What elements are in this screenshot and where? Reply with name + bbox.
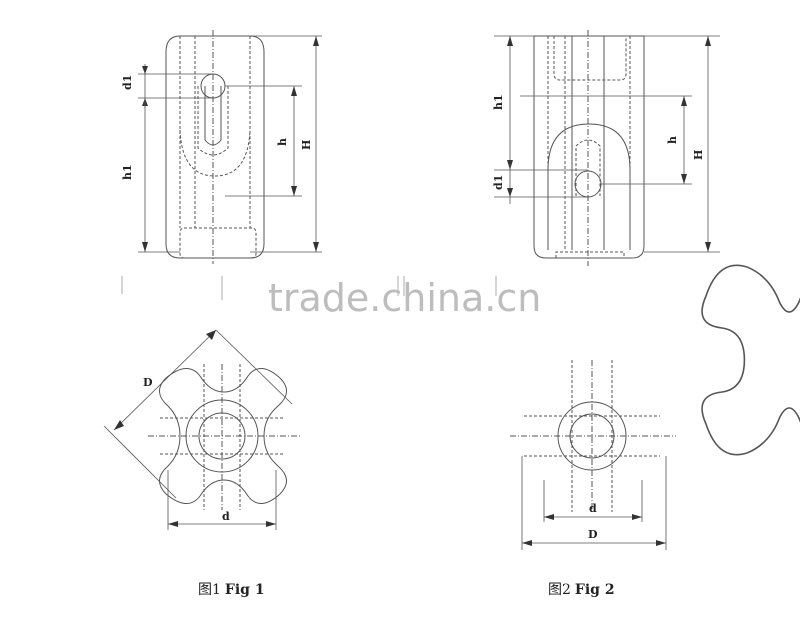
- fig2-label-H: H: [692, 150, 705, 160]
- fig1-label-d1: d1: [121, 75, 134, 90]
- fig2-label-d: d: [589, 502, 597, 515]
- fig1-side-view: [138, 30, 322, 264]
- fig2-label-h1: h1: [492, 94, 505, 110]
- fig2-caption-en: Fig 2: [574, 582, 615, 598]
- fig1-label-h1: h1: [121, 164, 134, 180]
- fig1-caption-cn: 图1: [198, 582, 221, 598]
- fig2-bottom-view: [510, 264, 800, 550]
- fig1-label-D: D: [143, 376, 153, 389]
- fig2-label-d1: d1: [492, 175, 505, 190]
- watermark: trade.china.cn: [268, 276, 542, 320]
- fig2-caption-cn: 图2: [548, 582, 571, 598]
- fig2-label-h: h: [666, 136, 679, 144]
- print-artifacts: [121, 276, 497, 300]
- fig1-label-d: d: [222, 510, 230, 523]
- fig1-label-H: H: [300, 140, 313, 150]
- fig1-bottom-view: [103, 329, 300, 530]
- fig1-caption-en: Fig 1: [224, 582, 265, 598]
- fig2-label-D: D: [588, 528, 598, 541]
- fig1-label-h: h: [276, 138, 289, 146]
- fig2-side-view: [494, 30, 720, 266]
